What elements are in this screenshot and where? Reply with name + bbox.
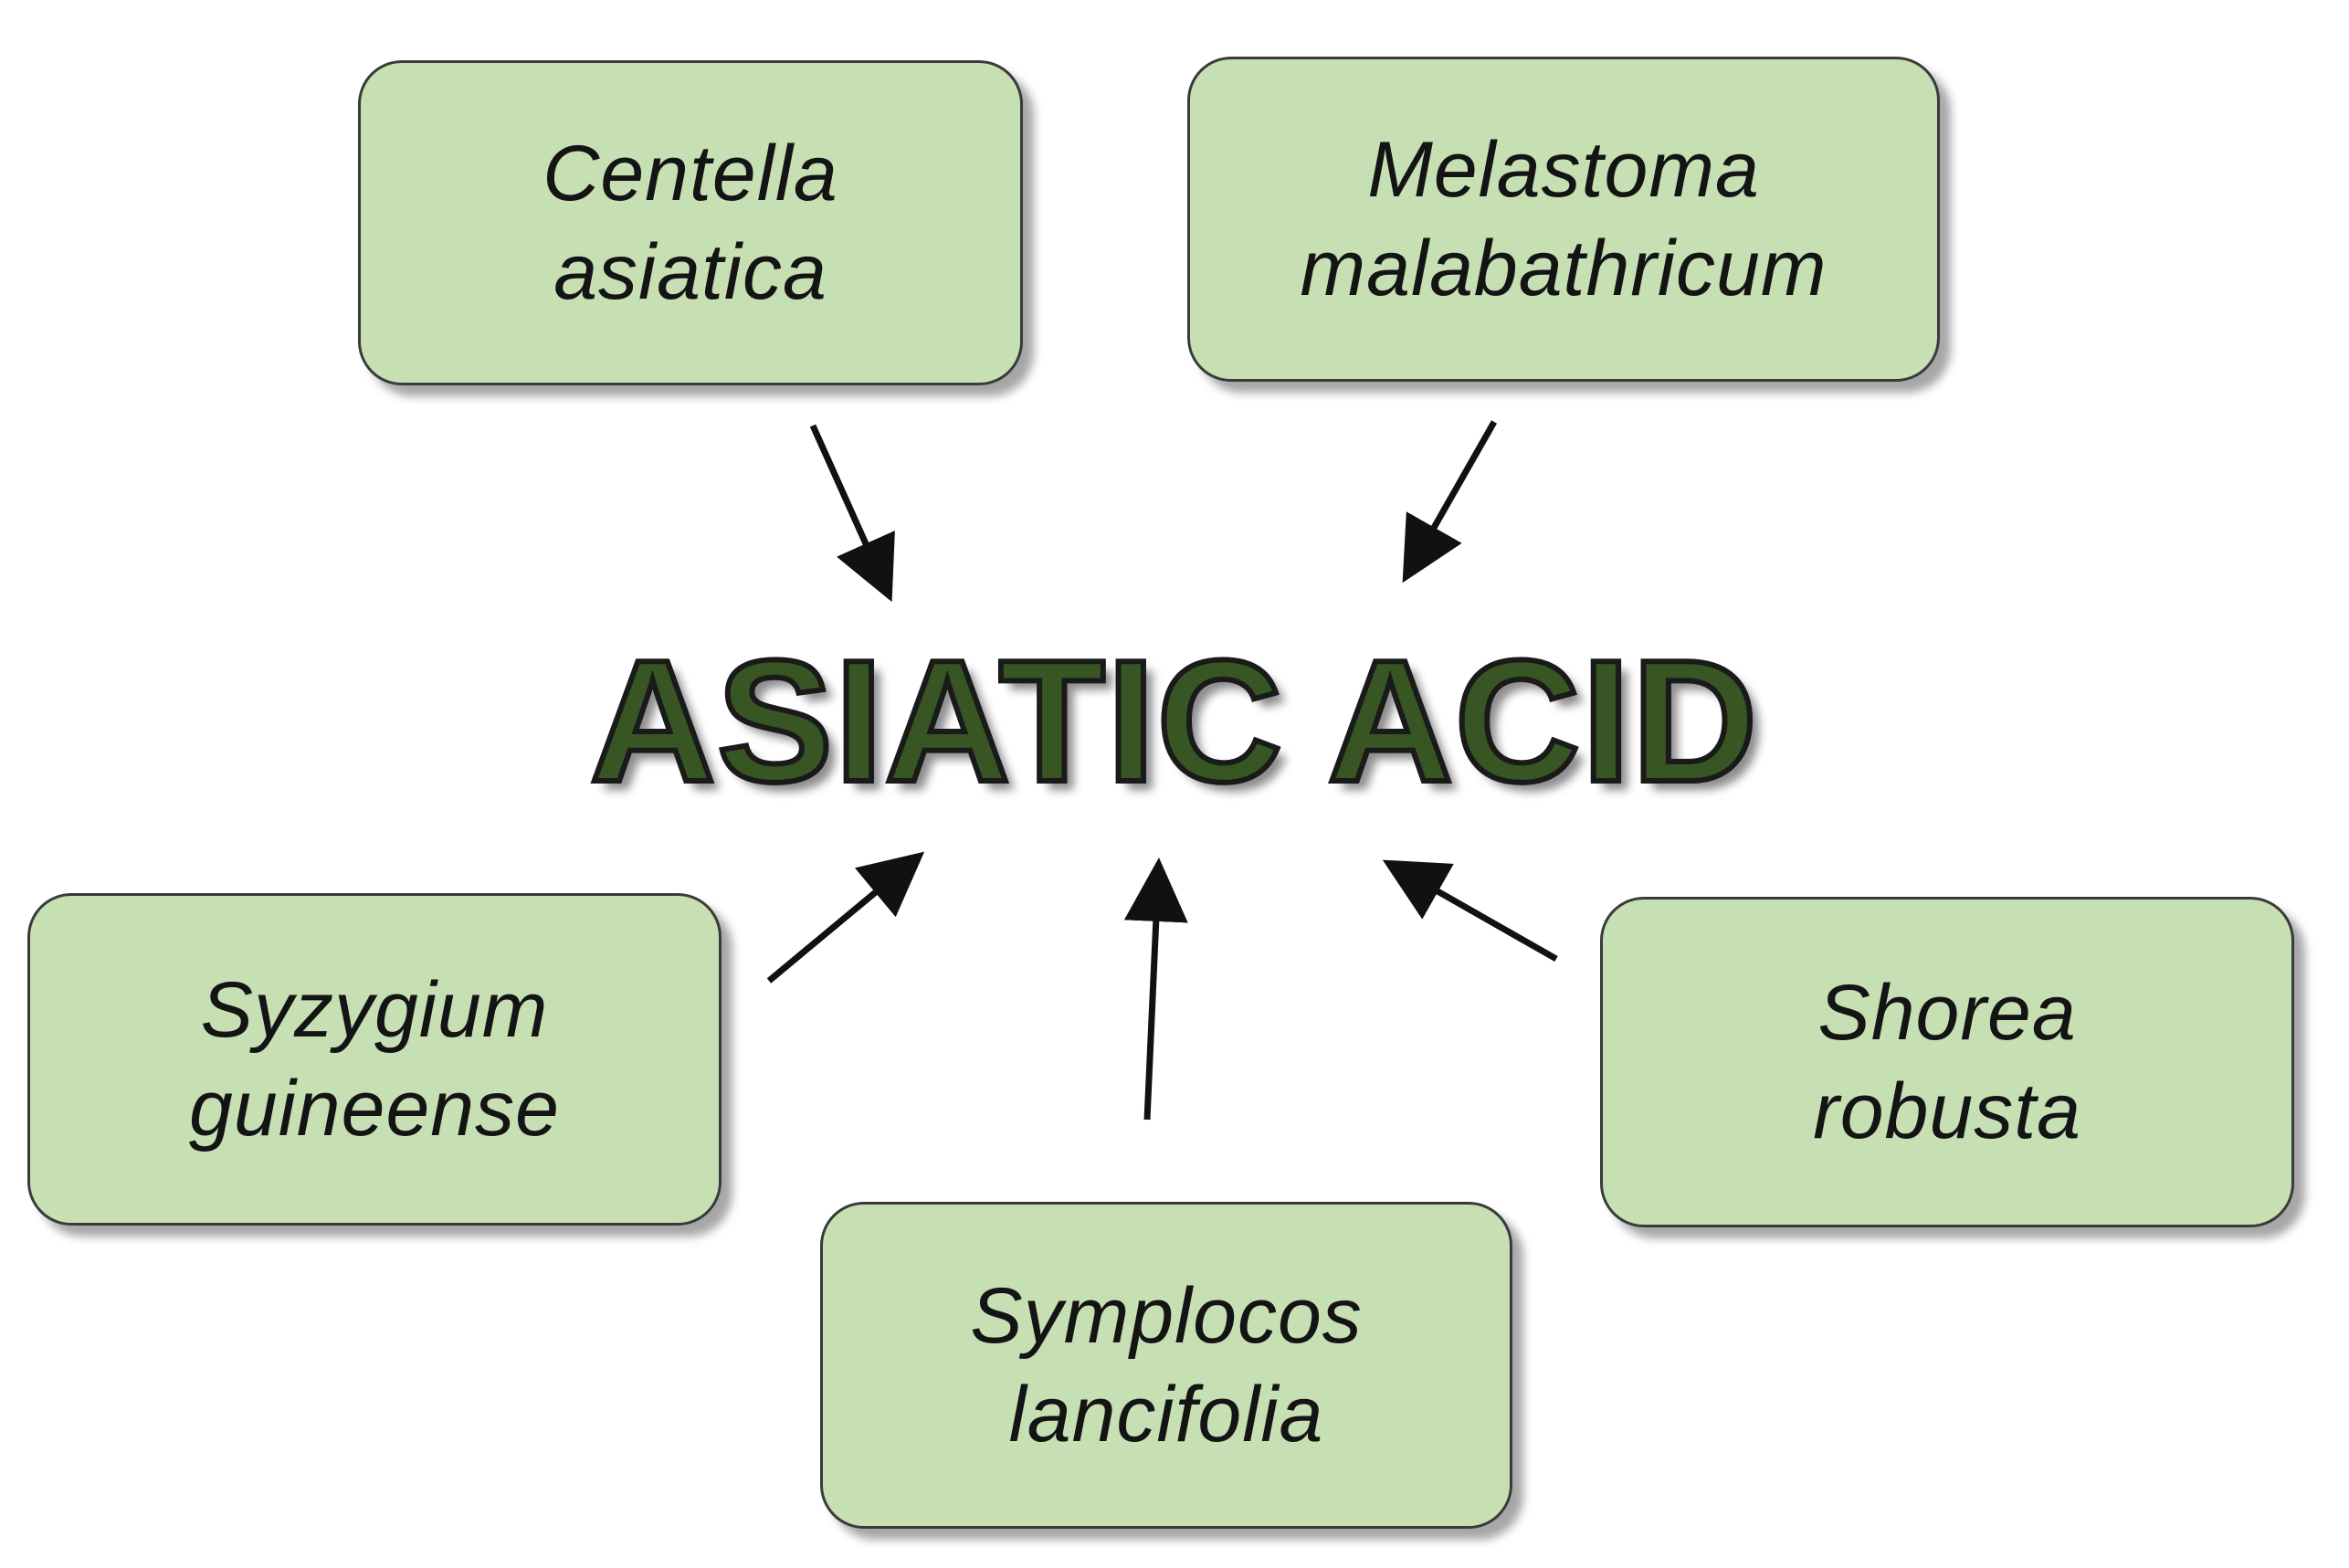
arrow-melastoma-to-center <box>1402 420 1498 584</box>
source-label-line1: Melastoma <box>1367 126 1760 214</box>
source-label-line2: guineense <box>189 1065 560 1152</box>
source-label-line2: malabathricum <box>1300 225 1828 312</box>
source-label-line2: robusta <box>1813 1068 2081 1155</box>
arrow-syzygium-to-center <box>766 851 925 984</box>
arrow-centella-to-center <box>809 424 895 603</box>
source-box-symplocos-lancifolia: Symplocos lancifolia <box>820 1202 1512 1529</box>
arrow-symplocos-to-center <box>1123 858 1188 1121</box>
center-title: ASIATIC ACID <box>587 622 1760 821</box>
source-label-line1: Centella <box>542 130 838 217</box>
source-box-syzygium-guineense: Syzygium guineense <box>27 893 722 1226</box>
source-box-shorea-robusta: Shorea robusta <box>1600 897 2294 1227</box>
source-label-line1: Shorea <box>1817 969 2077 1057</box>
source-label-line1: Symplocos <box>970 1272 1363 1360</box>
source-label-line1: Syzygium <box>200 966 549 1054</box>
source-box-melastoma-malabathricum: Melastoma malabathricum <box>1187 57 1940 382</box>
source-box-centella-asiatica: Centella asiatica <box>358 60 1023 385</box>
arrow-shorea-to-center <box>1382 859 1558 963</box>
source-label-line2: asiatica <box>553 228 827 316</box>
source-label-line2: lancifolia <box>1008 1371 1324 1458</box>
